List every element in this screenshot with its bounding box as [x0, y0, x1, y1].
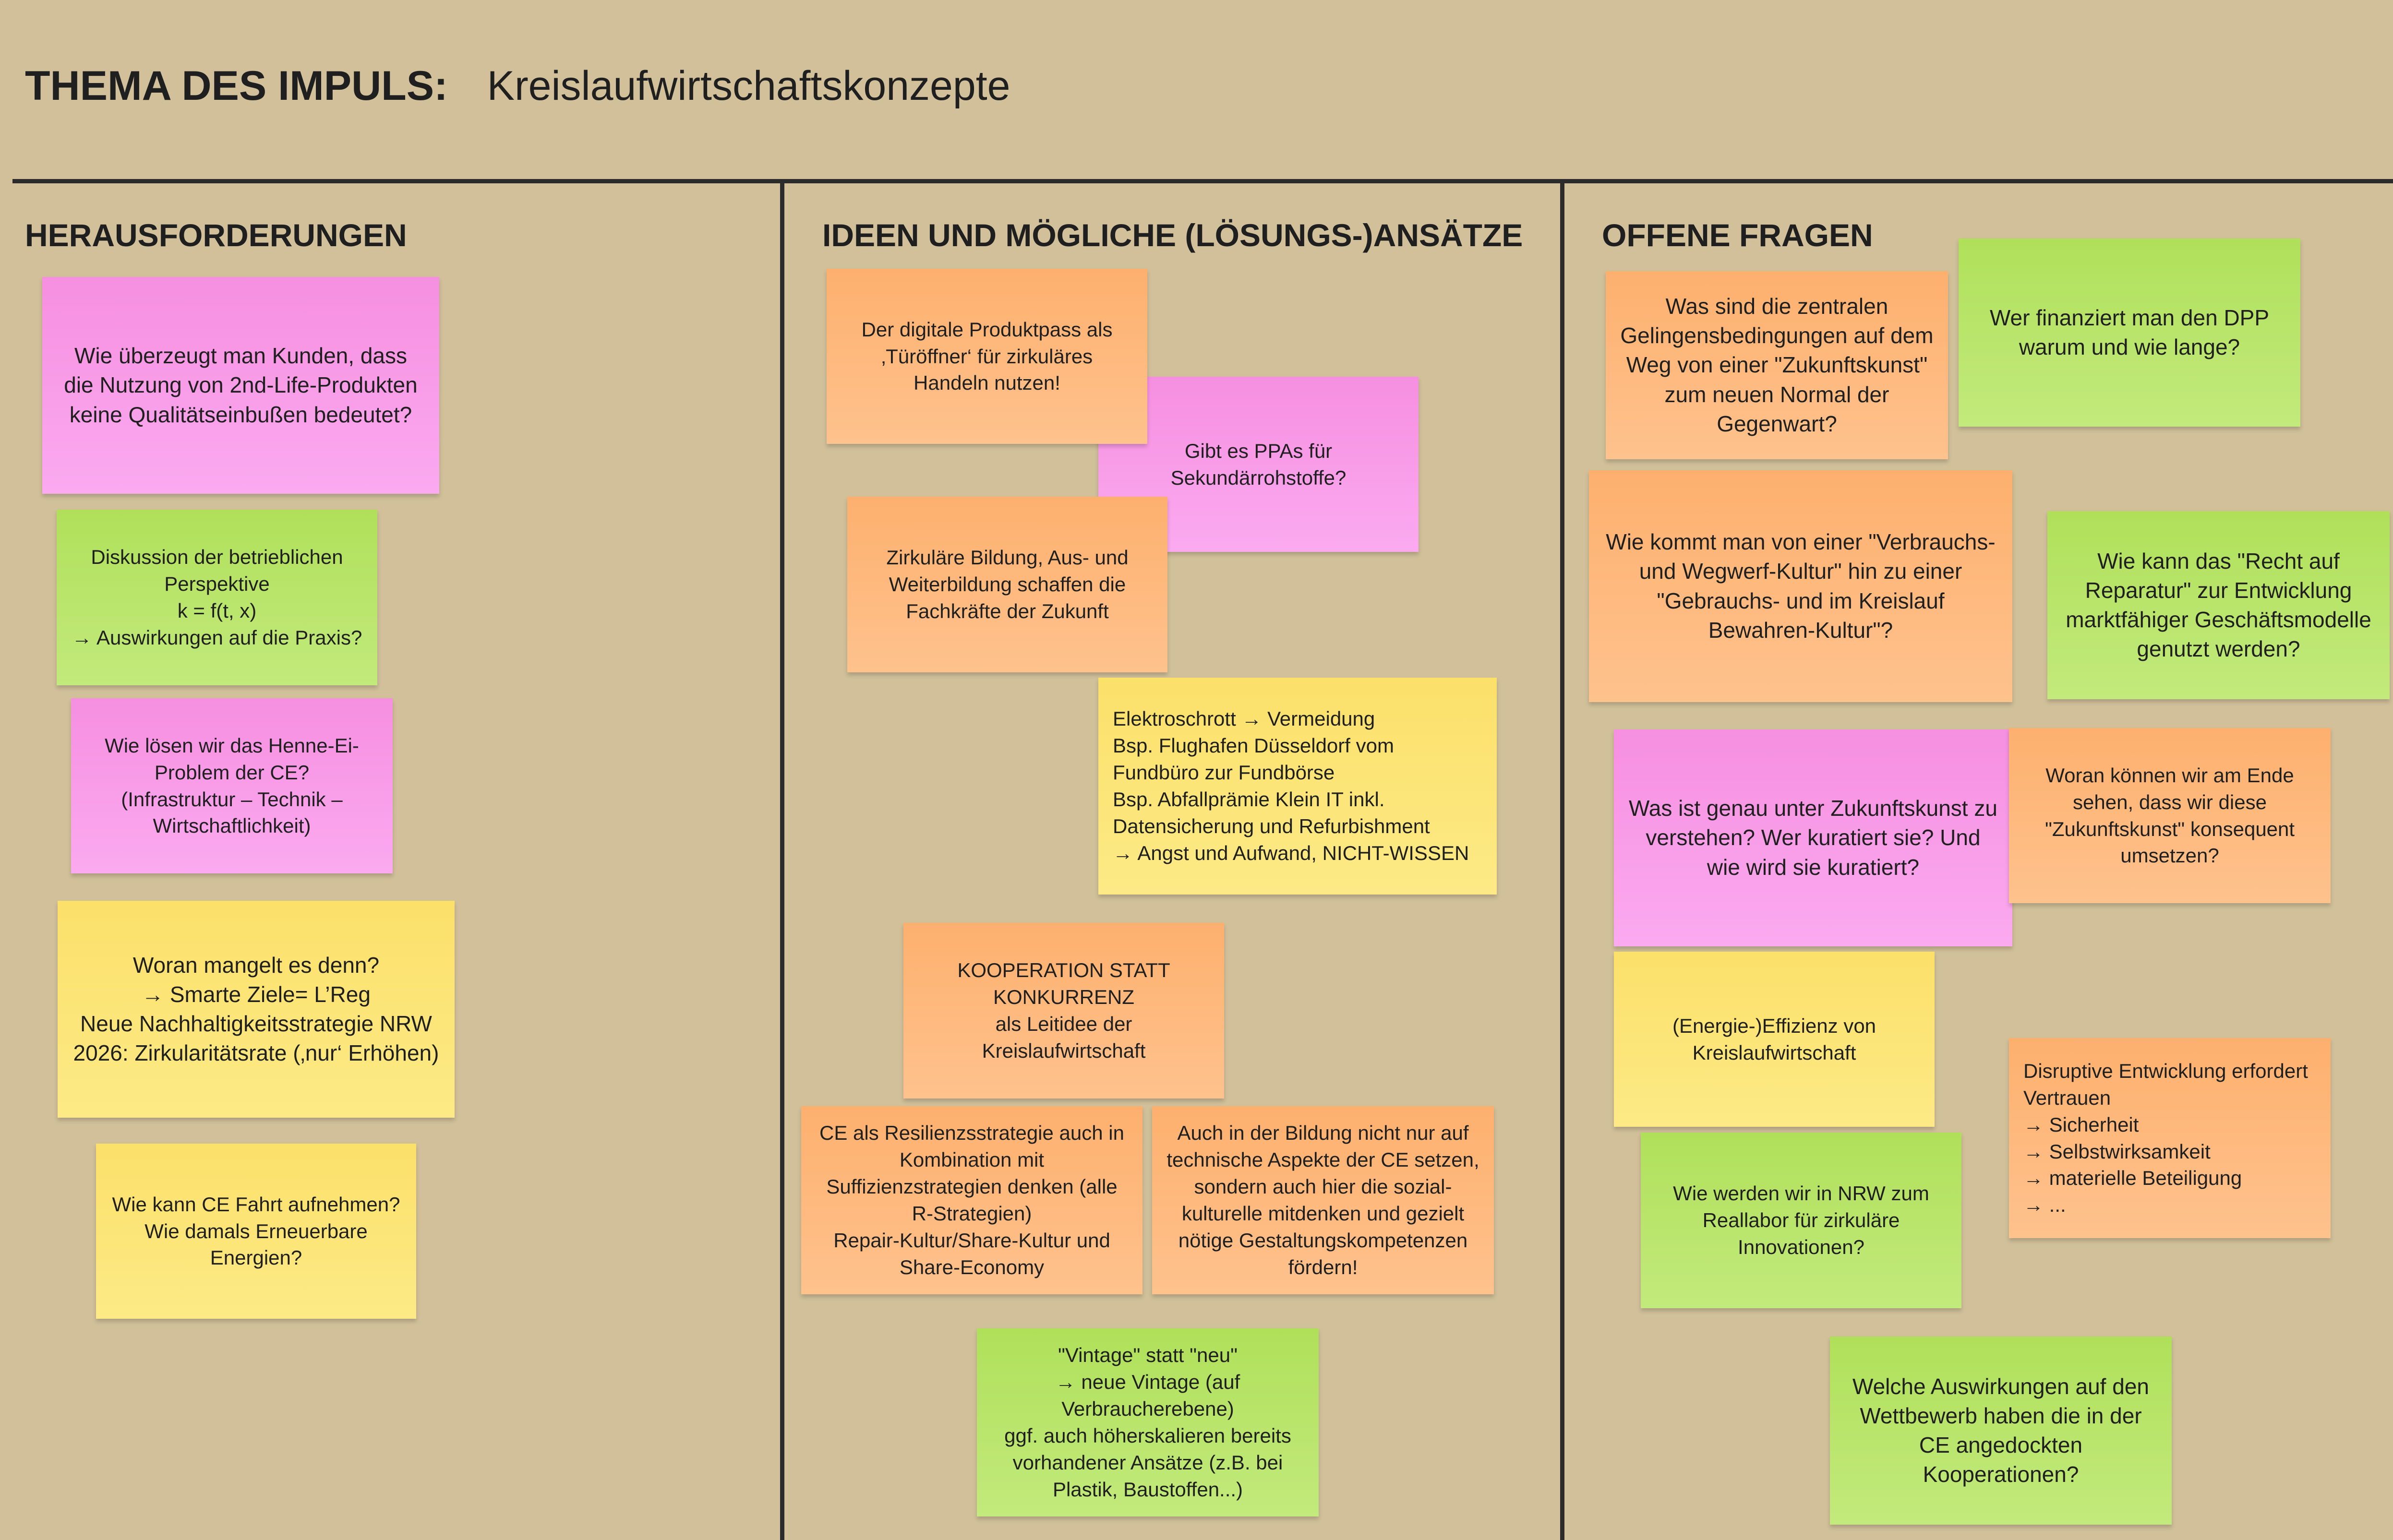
sticky-note[interactable]: Was sind die zentralen Gelingensbedingun… [1606, 271, 1948, 459]
header-topic: Kreislaufwirtschaftskonzepte [487, 63, 1010, 109]
sticky-note[interactable]: Diskussion der betrieblichen Perspektive… [57, 510, 377, 685]
sticky-note[interactable]: Was ist genau unter Zukunftskunst zu ver… [1614, 729, 2012, 946]
sticky-note[interactable]: (Energie-)Effizienz von Kreislaufwirtsch… [1614, 952, 1935, 1127]
sticky-note[interactable]: Welche Auswirkungen auf den Wettbewerb h… [1830, 1337, 2172, 1525]
board-header: THEMA DES IMPULS: Kreislaufwirtschaftsko… [25, 62, 1010, 110]
column-title-ideas: IDEEN UND MÖGLICHE (LÖSUNGS-)ANSÄTZE [822, 217, 1523, 253]
sticky-note[interactable]: Woran können wir am Ende sehen, dass wir… [2009, 728, 2331, 903]
sticky-note[interactable]: Disruptive Entwicklung erfordert Vertrau… [2009, 1038, 2331, 1238]
sticky-note[interactable]: Elektroschrott → Vermeidung Bsp. Flughaf… [1098, 678, 1497, 895]
sticky-note[interactable]: Wie kommt man von einer "Verbrauchs- und… [1589, 470, 2012, 702]
sticky-note[interactable]: Wie lösen wir das Henne-Ei-Problem der C… [71, 698, 393, 873]
sticky-note[interactable]: CE als Resilienzsstrategie auch in Kombi… [801, 1106, 1142, 1294]
sticky-note[interactable]: Zirkuläre Bildung, Aus- und Weiterbildun… [847, 497, 1167, 672]
sticky-note[interactable]: Auch in der Bildung nicht nur auf techni… [1152, 1106, 1494, 1294]
header-divider [12, 179, 2393, 183]
sticky-note[interactable]: "Vintage" statt "neu" → neue Vintage (au… [977, 1328, 1319, 1516]
sticky-note[interactable]: Wie werden wir in NRW zum Reallabor für … [1641, 1133, 1961, 1308]
sticky-note[interactable]: Woran mangelt es denn? → Smarte Ziele= L… [58, 901, 455, 1118]
sticky-note[interactable]: Wer finanziert man den DPP warum und wie… [1959, 239, 2300, 427]
sticky-note[interactable]: Wie kann CE Fahrt aufnehmen? Wie damals … [96, 1144, 416, 1319]
column-divider-1 [780, 181, 784, 1540]
sticky-note[interactable]: KOOPERATION STATT KONKURRENZ als Leitide… [903, 923, 1224, 1098]
sticky-note[interactable]: Wie überzeugt man Kunden, dass die Nutzu… [42, 277, 439, 494]
column-title-challenges: HERAUSFORDERUNGEN [25, 217, 407, 253]
sticky-note[interactable]: Der digitale Produktpass als ‚Türöffner‘… [827, 269, 1147, 444]
sticky-note[interactable]: Wie kann das "Recht auf Reparatur" zur E… [2047, 511, 2390, 699]
column-title-questions: OFFENE FRAGEN [1602, 217, 1873, 253]
header-label: THEMA DES IMPULS: [25, 63, 448, 109]
column-divider-2 [1560, 181, 1564, 1540]
